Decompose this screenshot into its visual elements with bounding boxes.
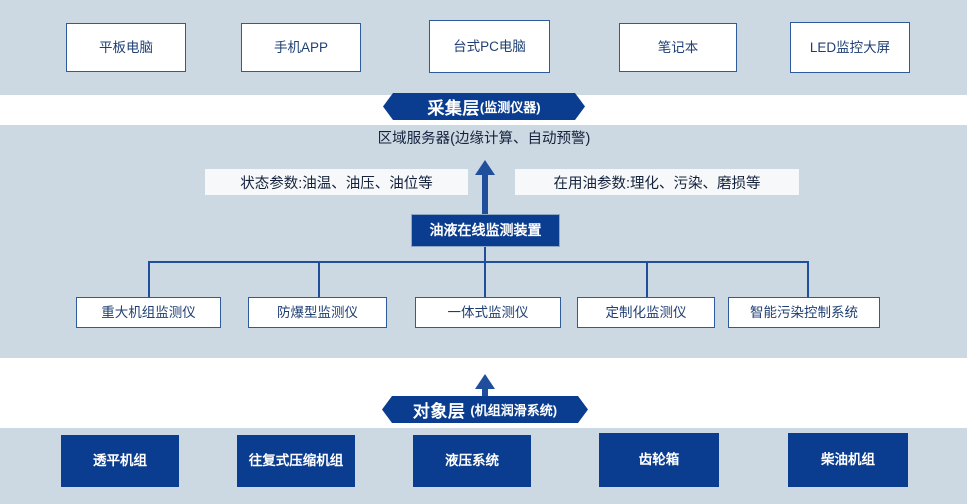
equipment-box-reciprocating-compressor-label: 往复式压缩机组 xyxy=(248,453,344,469)
collection-layer-banner-main: 采集层 xyxy=(427,99,480,118)
hub-to-server-arrow xyxy=(473,160,497,218)
device-drop-line-2 xyxy=(318,261,320,298)
object-layer-banner-main: 对象层 xyxy=(412,402,466,421)
oil-online-monitoring-hub-label: 油液在线监测装置 xyxy=(429,222,542,239)
device-drop-line-4 xyxy=(646,261,648,298)
object-layer-banner[interactable]: 对象层 (机组润滑系统) xyxy=(382,396,588,423)
equipment-box-gearbox[interactable]: 齿轮箱 xyxy=(599,433,719,487)
equipment-box-diesel-unit[interactable]: 柴油机组 xyxy=(788,433,908,487)
presentation-box-mobile-app[interactable]: 手机APP xyxy=(241,23,361,72)
presentation-box-tablet-label: 平板电脑 xyxy=(99,39,153,55)
hub-drop-line xyxy=(484,247,486,262)
device-box-integrated-monitor[interactable]: 一体式监测仪 xyxy=(415,297,561,328)
oil-online-monitoring-hub[interactable]: 油液在线监测装置 xyxy=(411,214,560,247)
status-parameters-label: 状态参数:油温、油压、油位等 xyxy=(240,175,433,192)
presentation-box-desktop-pc[interactable]: 台式PC电脑 xyxy=(429,20,550,73)
equipment-box-turbine-unit-label: 透平机组 xyxy=(93,453,147,469)
presentation-box-laptop-label: 笔记本 xyxy=(657,39,699,55)
device-drop-line-1 xyxy=(148,261,150,298)
device-drop-line-3 xyxy=(484,261,486,298)
presentation-box-led-screen[interactable]: LED监控大屏 xyxy=(790,22,910,73)
device-drop-line-5 xyxy=(807,261,809,298)
device-box-custom-monitor[interactable]: 定制化监测仪 xyxy=(577,297,715,328)
equipment-box-reciprocating-compressor[interactable]: 往复式压缩机组 xyxy=(237,435,355,487)
collection-layer-banner[interactable]: 采集层 (监测仪器) xyxy=(383,93,585,120)
region-server-label-text: 区域服务器(边缘计算、自动预警) xyxy=(377,130,591,147)
region-server-label: 区域服务器(边缘计算、自动预警) xyxy=(362,126,606,148)
device-box-integrated-monitor-label: 一体式监测仪 xyxy=(447,304,529,320)
presentation-box-tablet[interactable]: 平板电脑 xyxy=(66,23,186,72)
equipment-box-diesel-unit-label: 柴油机组 xyxy=(821,452,875,468)
object-layer-banner-sub: (机组润滑系统) xyxy=(470,403,558,418)
hub-to-server-arrow-shaft xyxy=(482,174,488,218)
device-bus-line xyxy=(148,261,809,263)
device-box-explosion-proof-monitor-label: 防爆型监测仪 xyxy=(277,304,358,320)
device-box-smart-contamination-control-label: 智能污染控制系统 xyxy=(750,304,858,320)
device-box-smart-contamination-control[interactable]: 智能污染控制系统 xyxy=(728,297,880,328)
device-box-explosion-proof-monitor[interactable]: 防爆型监测仪 xyxy=(248,297,387,328)
hub-to-server-arrow-head xyxy=(475,160,495,175)
status-parameters-chip: 状态参数:油温、油压、油位等 xyxy=(205,169,468,195)
inuse-oil-parameters-chip: 在用油参数:理化、污染、磨损等 xyxy=(515,169,799,195)
device-box-custom-monitor-label: 定制化监测仪 xyxy=(605,304,687,320)
equipment-box-hydraulic-system-label: 液压系统 xyxy=(445,453,499,469)
device-box-major-unit-monitor-label: 重大机组监测仪 xyxy=(101,304,196,320)
equipment-box-hydraulic-system[interactable]: 液压系统 xyxy=(413,435,531,487)
presentation-box-laptop[interactable]: 笔记本 xyxy=(619,23,737,72)
presentation-box-desktop-pc-label: 台式PC电脑 xyxy=(453,38,526,54)
inuse-oil-parameters-label: 在用油参数:理化、污染、磨损等 xyxy=(553,175,761,192)
presentation-box-mobile-app-label: 手机APP xyxy=(273,39,328,55)
collection-layer-banner-sub: (监测仪器) xyxy=(479,100,541,115)
presentation-box-led-screen-label: LED监控大屏 xyxy=(809,39,891,55)
equipment-box-gearbox-label: 齿轮箱 xyxy=(638,452,680,468)
device-box-major-unit-monitor[interactable]: 重大机组监测仪 xyxy=(76,297,221,328)
equipment-box-turbine-unit[interactable]: 透平机组 xyxy=(61,435,179,487)
object-to-collection-arrow-head xyxy=(475,374,495,389)
